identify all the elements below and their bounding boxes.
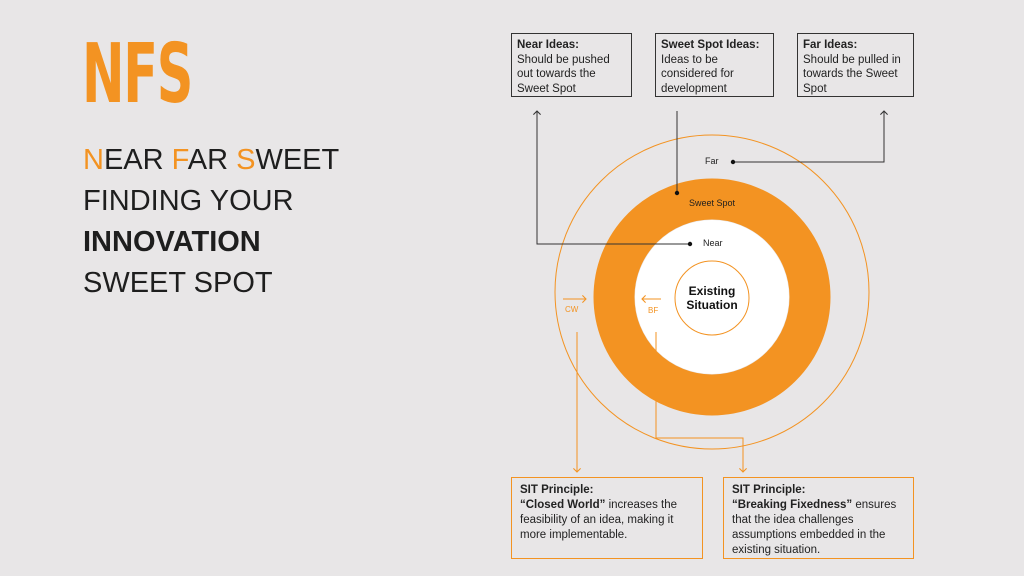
breaking-fixedness-body: ensures that the idea challenges assumpt… bbox=[732, 499, 897, 556]
cw-label: CW bbox=[565, 305, 579, 314]
title-letter-f: F bbox=[171, 144, 188, 176]
bf-connector bbox=[655, 332, 747, 473]
page-title: NEAR FAR SWEET FINDING YOUR INNOVATION S… bbox=[83, 140, 339, 304]
title-letter-n: N bbox=[83, 144, 104, 176]
sweet-spot-band bbox=[593, 178, 831, 416]
near-ideas-body: Should be pushed out towards the Sweet S… bbox=[517, 53, 610, 95]
title-line-3: INNOVATION bbox=[83, 226, 261, 258]
title-word-sweet: WEET bbox=[255, 144, 340, 176]
title-word-near: EAR bbox=[103, 144, 172, 176]
near-ideas-heading: Near Ideas: bbox=[517, 39, 580, 51]
title-word-far: AR bbox=[187, 144, 237, 176]
far-ideas-heading: Far Ideas: bbox=[803, 39, 858, 51]
near-label: Near bbox=[703, 238, 723, 248]
title-letter-s: S bbox=[236, 144, 256, 176]
sweet-spot-dot bbox=[674, 190, 680, 196]
far-ideas-body: Should be pulled in towards the Sweet Sp… bbox=[803, 53, 901, 95]
far-dot bbox=[730, 159, 736, 165]
sweet-spot-ideas-heading: Sweet Spot Ideas: bbox=[661, 39, 760, 51]
title-line-4: SWEET SPOT bbox=[83, 267, 273, 299]
existing-situation-circle bbox=[674, 260, 750, 336]
closed-world-quote: “Closed World” bbox=[520, 499, 606, 511]
far-ideas-box: Far Ideas: Should be pulled in towards t… bbox=[797, 33, 914, 97]
closed-world-box: SIT Principle: “Closed World” increases … bbox=[511, 477, 703, 559]
closed-world-body: increases the feasibility of an idea, ma… bbox=[520, 499, 678, 541]
sweet-spot-ideas-box: Sweet Spot Ideas: Ideas to be considered… bbox=[655, 33, 774, 97]
far-label: Far bbox=[705, 156, 719, 166]
existing-situation-label: Existing Situation bbox=[675, 284, 749, 312]
title-line-2: FINDING YOUR bbox=[83, 185, 294, 217]
title-line-1: NEAR FAR SWEET bbox=[83, 140, 339, 181]
existing-situation-line-1: Existing bbox=[688, 284, 736, 298]
sweet-spot-ideas-body: Ideas to be considered for development bbox=[661, 53, 734, 95]
breaking-fixedness-box: SIT Principle: “Breaking Fixedness” ensu… bbox=[723, 477, 914, 559]
existing-situation-line-2: Situation bbox=[686, 298, 738, 312]
far-ring bbox=[554, 134, 870, 450]
breaking-fixedness-heading: SIT Principle: bbox=[732, 484, 806, 496]
closed-world-heading: SIT Principle: bbox=[520, 484, 594, 496]
near-ideas-box: Near Ideas: Should be pushed out towards… bbox=[511, 33, 632, 97]
near-dot bbox=[687, 241, 693, 247]
far-connector bbox=[733, 110, 888, 163]
breaking-fixedness-quote: “Breaking Fixedness” bbox=[732, 499, 853, 511]
near-connector bbox=[533, 110, 690, 245]
nfs-logo: NFS bbox=[82, 27, 193, 122]
bf-label: BF bbox=[648, 306, 659, 315]
sweet-spot-label: Sweet Spot bbox=[689, 198, 736, 208]
